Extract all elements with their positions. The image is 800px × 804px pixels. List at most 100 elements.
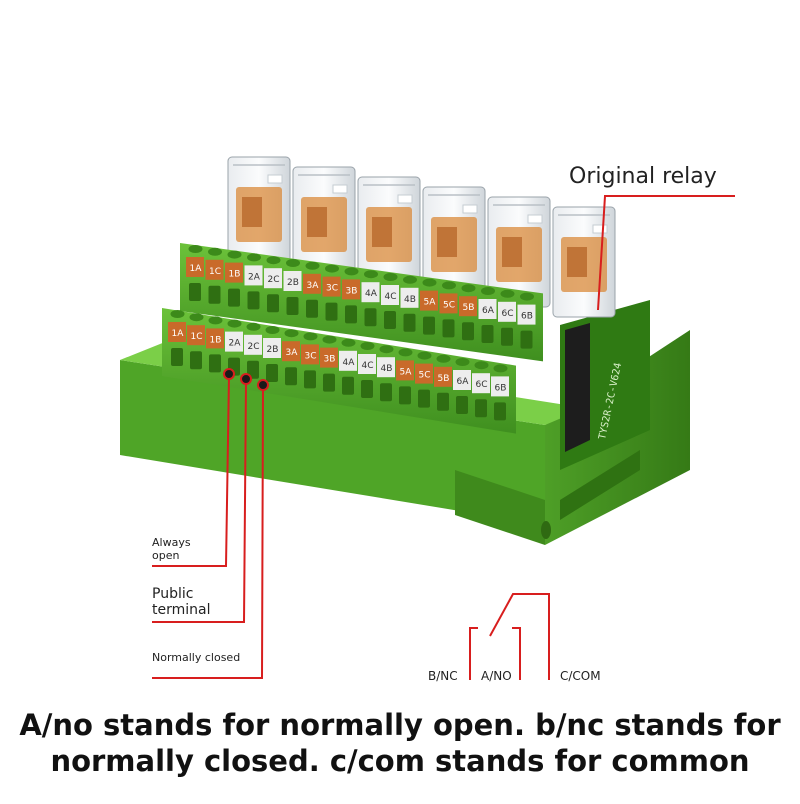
terminal-label: 1C [209, 267, 221, 277]
contact-switch-diagram [469, 593, 550, 680]
terminal-5C: 5C [439, 281, 458, 338]
terminal-1A: 1A [186, 245, 204, 301]
terminal-label: 5B [463, 303, 475, 313]
terminal-label: 5B [438, 374, 450, 384]
terminal-markers [223, 368, 269, 391]
terminal-label: 2A [229, 339, 242, 349]
terminal-label: 6C [501, 309, 513, 319]
terminal-6B: 6B [517, 292, 536, 349]
marker-public-terminal [240, 373, 252, 385]
label-a-no: A/NO [481, 669, 512, 683]
terminal-label: 6A [482, 306, 495, 316]
terminal-label: 6B [495, 383, 507, 393]
terminal-label: 3B [346, 286, 358, 296]
terminal-5C: 5C [415, 351, 433, 408]
label-public-terminal: Public terminal [152, 586, 210, 618]
terminal-label: 1B [210, 335, 222, 345]
relay-1 [227, 156, 291, 268]
relay-4 [422, 186, 486, 298]
marker-normally-closed [257, 379, 269, 391]
contact-c-com-line [489, 593, 550, 680]
label-always-open-line2: open [152, 549, 180, 562]
caption-line-1: A/no stands for normally open. b/nc stan… [19, 708, 781, 742]
leader-lines [152, 195, 735, 679]
terminal-3C: 3C [322, 264, 341, 321]
leader-always-open [152, 375, 230, 567]
terminal-4B: 4B [400, 275, 419, 332]
terminal-label: 3C [326, 284, 338, 294]
terminal-label: 4B [404, 295, 416, 305]
terminal-label: 6B [521, 312, 533, 322]
relay-array [227, 156, 616, 318]
terminal-1C: 1C [205, 247, 224, 304]
terminal-label: 1A [190, 264, 203, 274]
terminal-3A: 3A [303, 261, 321, 318]
terminal-label: 3A [307, 281, 320, 291]
terminal-1A: 1A [168, 310, 186, 366]
terminal-2B: 2B [283, 259, 302, 315]
terminal-3B: 3B [342, 267, 360, 324]
terminal-1C: 1C [187, 313, 205, 370]
terminal-label: 3B [324, 355, 336, 365]
label-original-relay: Original relay [569, 164, 717, 189]
leader-public-terminal [152, 380, 247, 623]
label-b-nc: B/NC [428, 669, 458, 683]
terminal-2C: 2C [264, 256, 282, 313]
terminal-4B: 4B [377, 345, 395, 402]
terminal-label: 5A [400, 367, 413, 377]
terminal-3A: 3A [282, 329, 300, 386]
terminal-2A: 2A [244, 253, 263, 310]
pcb-side: TYS2R-2C-V624 [560, 300, 650, 470]
terminal-label: 2C [267, 275, 279, 285]
label-public-terminal-line1: Public [152, 586, 194, 602]
terminal-label: 2B [267, 345, 279, 355]
terminal-5A: 5A [420, 278, 438, 335]
label-public-terminal-line2: terminal [152, 602, 211, 618]
terminal-3B: 3B [320, 335, 338, 392]
label-always-open: Always open [152, 536, 191, 562]
contact-a-no-line [512, 627, 521, 680]
relay-2 [292, 166, 356, 278]
terminal-6A: 6A [453, 358, 471, 414]
terminal-label: 3A [286, 348, 299, 358]
terminal-5B: 5B [434, 354, 452, 411]
terminal-6C: 6C [472, 361, 490, 418]
terminal-label: 1B [229, 270, 241, 280]
caption-line-2: normally closed. c/com stands for common [50, 744, 750, 778]
relay-5 [487, 196, 551, 308]
terminal-5A: 5A [396, 348, 414, 405]
terminal-label: 5C [443, 300, 455, 310]
leader-original-relay [597, 195, 735, 311]
terminal-label: 2A [248, 272, 261, 282]
terminal-5B: 5B [459, 284, 477, 341]
terminal-label: 5C [418, 371, 430, 381]
relay-3 [357, 176, 421, 288]
label-c-com: C/COM [560, 669, 601, 683]
terminal-label: 3C [304, 351, 316, 361]
terminal-6A: 6A [478, 287, 497, 343]
contact-b-nc-line [469, 627, 478, 680]
terminal-4A: 4A [361, 270, 380, 327]
terminal-2C: 2C [244, 322, 262, 379]
terminal-4A: 4A [339, 338, 357, 395]
relay-6 [552, 206, 616, 318]
terminal-1B: 1B [225, 250, 243, 307]
marker-always-open [223, 368, 235, 380]
terminal-1B: 1B [206, 316, 224, 373]
terminal-label: 6C [475, 380, 487, 390]
terminal-label: 6A [457, 377, 470, 387]
terminal-6C: 6C [498, 289, 516, 346]
leader-normally-closed [152, 386, 264, 679]
terminal-4C: 4C [381, 273, 399, 329]
terminal-label: 2B [287, 278, 299, 288]
terminal-2B: 2B [263, 326, 281, 382]
terminal-label: 4A [343, 358, 356, 368]
label-always-open-line1: Always [152, 536, 191, 549]
terminal-label: 2C [247, 342, 259, 352]
terminal-label: 4C [384, 292, 396, 302]
terminal-label: 5A [424, 298, 437, 308]
terminal-label: 4C [361, 361, 373, 371]
